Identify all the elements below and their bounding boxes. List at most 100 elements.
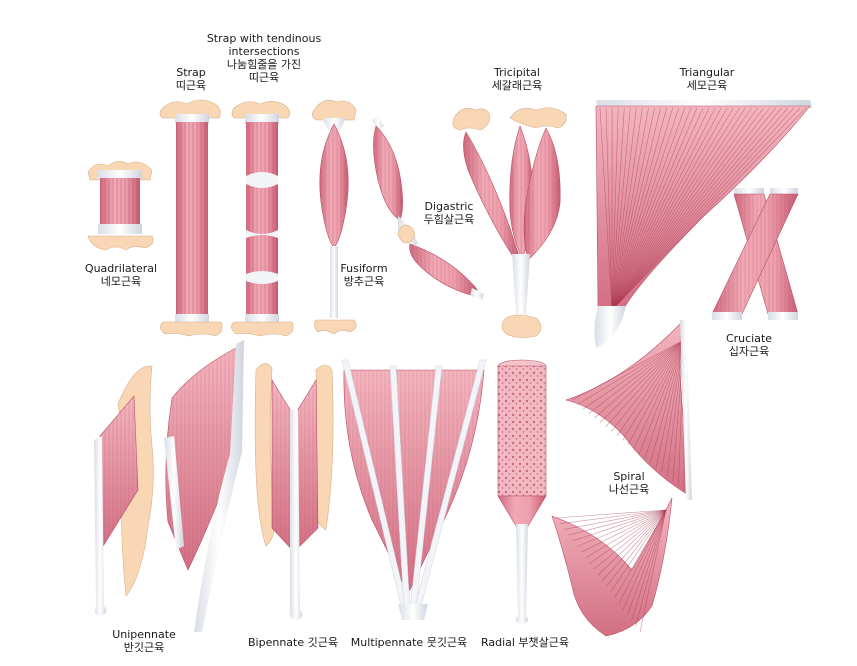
label-digastric-en: Digastric [424, 200, 474, 213]
label-quadrilateral-en: Quadrilateral [84, 262, 158, 275]
label-fusiform-ko: 방추근육 [343, 275, 385, 288]
label-strap-tendinous-ko-2: 띠근육 [248, 71, 280, 84]
muscle-fiber [572, 509, 667, 542]
label-spiral: Spiral 나선근육 [600, 470, 658, 496]
label-unipennate: Unipennate 반깃근육 [106, 628, 182, 654]
muscle-fiber [616, 339, 685, 437]
label-bipennate: Bipennate 깃근육 [238, 636, 348, 649]
muscle-fiber [576, 509, 667, 547]
muscle-fiber [611, 107, 807, 311]
muscle-fiber [611, 107, 698, 311]
muscle-fiber [611, 107, 704, 311]
unipennate-small-tendon [94, 436, 107, 616]
unipennate-muscle-large [164, 340, 244, 632]
muscle-fiber [650, 339, 685, 464]
strap-muscle [159, 99, 223, 337]
label-radial: Radial 부챗살근육 [472, 636, 578, 649]
strap-tendon-top [175, 114, 209, 124]
strap-tendinous-bone-top [231, 101, 290, 119]
label-fusiform: Fusiform 방추근육 [336, 262, 392, 288]
label-strap-tendinous-en-2: intersections [228, 45, 300, 58]
label-quadrilateral: Quadrilateral 네모근육 [76, 262, 166, 288]
bipennate-muscle [254, 363, 334, 620]
label-spiral-en: Spiral [613, 470, 645, 483]
muscle-fiber [622, 339, 685, 441]
triangular-muscle [594, 100, 812, 348]
muscle-fiber [611, 107, 680, 311]
label-spiral-ko: 나선근육 [608, 483, 650, 496]
muscle-fiber [564, 509, 667, 530]
muscle-fiber [588, 339, 685, 414]
muscle-fiber [611, 107, 764, 311]
muscle-fiber [599, 339, 685, 423]
muscle-fiber [666, 339, 685, 477]
bipennate-tendon [289, 410, 303, 620]
multipennate-muscle [341, 359, 487, 620]
muscle-fiber [594, 339, 685, 419]
tendinous-intersection-1 [246, 172, 278, 188]
muscle-fiber [611, 107, 795, 311]
muscle-fiber [635, 509, 667, 627]
muscle-fiber [627, 339, 685, 446]
label-unipennate-ko: 반깃근육 [123, 641, 165, 654]
label-strap-ko: 띠근육 [175, 79, 207, 92]
quadrilateral-tendon-top [98, 170, 142, 180]
muscle-fiber [555, 509, 667, 519]
muscle-fiber [585, 509, 667, 559]
muscle-fiber [631, 509, 667, 621]
muscle-fiber [611, 107, 643, 311]
muscle-fiber [627, 509, 667, 616]
fusiform-muscle [312, 99, 357, 335]
strap-tendinous-muscle [231, 101, 294, 337]
triangular-tendon-apex [594, 306, 626, 348]
muscle-fiber [611, 107, 649, 311]
muscle-fiber [611, 107, 746, 311]
quadrilateral-muscle [87, 161, 154, 251]
muscle-fiber [583, 339, 685, 410]
label-tricipital-en: Tricipital [494, 66, 540, 79]
label-triangular-en: Triangular [679, 66, 735, 79]
muscle-fiber [611, 107, 722, 311]
triangular-fibers [599, 107, 807, 311]
muscle-fiber [611, 107, 728, 311]
label-multipennate: Multipennate 뭇깃근육 [348, 636, 470, 649]
muscle-fiber [611, 107, 686, 311]
muscle-fiber [611, 107, 782, 311]
radial-muscle [497, 359, 547, 624]
fusiform-bone-top [312, 99, 357, 121]
muscle-fiber [661, 339, 685, 473]
strap-bone-top [159, 99, 221, 119]
label-triangular: Triangular 세모근육 [672, 66, 742, 92]
muscle-fiber [611, 107, 631, 311]
muscle-fiber [581, 509, 667, 553]
muscle-fiber [611, 107, 692, 311]
spiral-lower-fibers [555, 509, 667, 633]
muscle-fiber [571, 339, 685, 401]
digastric-muscle [372, 116, 484, 300]
muscle-fiber [577, 339, 685, 405]
label-bipennate-text: Bipennate 깃근육 [248, 636, 338, 649]
muscle-fiber [605, 339, 685, 428]
label-strap-tendinous-en-1: Strap with tendinous [206, 32, 322, 45]
muscle-fiber [560, 509, 667, 524]
muscle-fiber [644, 339, 685, 459]
muscle-fiber [611, 107, 776, 311]
label-strap: Strap 띠근육 [166, 66, 216, 92]
muscle-fiber [611, 107, 740, 311]
label-digastric: Digastric 두힘살근육 [416, 200, 482, 226]
muscle-fiber [611, 107, 673, 311]
muscle-fiber [611, 107, 789, 311]
muscle-fiber [614, 509, 667, 598]
muscle-fiber [611, 107, 637, 311]
fusiform-tendon-bottom [330, 246, 338, 318]
muscle-fiber [611, 107, 667, 311]
label-multipennate-text: Multipennate 뭇깃근육 [350, 636, 468, 649]
quadrilateral-bone-bottom [87, 235, 154, 251]
muscle-fiber [611, 107, 752, 311]
label-unipennate-en: Unipennate [112, 628, 176, 641]
muscle-fiber [611, 107, 655, 311]
quadrilateral-tendon-bottom [98, 224, 142, 234]
label-fusiform-en: Fusiform [340, 262, 388, 275]
strap-bone-bottom [160, 321, 223, 337]
